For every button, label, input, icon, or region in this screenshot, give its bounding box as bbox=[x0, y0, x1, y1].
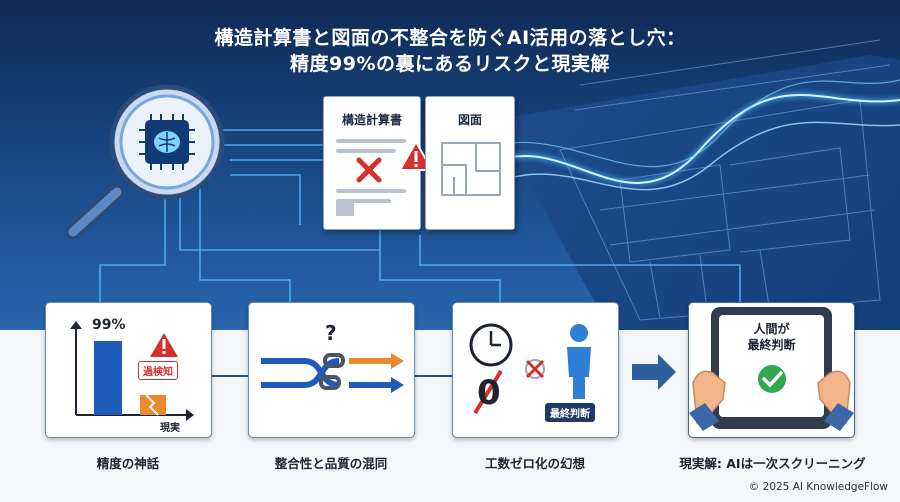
over-detection-tag: 過検知 bbox=[138, 361, 178, 380]
x-mark-icon bbox=[356, 157, 382, 183]
card-consistency-quality: ? bbox=[248, 302, 415, 438]
floor-plan-icon bbox=[441, 142, 501, 196]
zero-value: 0 bbox=[477, 373, 501, 413]
warning-icon bbox=[398, 140, 434, 171]
question-mark: ? bbox=[325, 321, 337, 345]
page-title-line2: 精度99%の裏にあるリスクと現実解 bbox=[290, 53, 610, 75]
card-zero-effort-illusion: 0 最終判断 bbox=[452, 302, 619, 438]
hands-icon bbox=[689, 370, 854, 431]
person-icon bbox=[567, 324, 591, 399]
caption-realistic-solution: 現実解: AIは一次スクリーニング bbox=[679, 456, 866, 471]
magnifier-ai-chip-icon bbox=[65, 84, 225, 240]
card-realistic-solution: 人間が 最終判断 bbox=[688, 302, 855, 438]
broken-chain-arrows-icon bbox=[261, 353, 404, 393]
copyright: © 2025 AI KnowledgeFlow bbox=[748, 481, 888, 493]
card-3-art bbox=[469, 323, 591, 415]
caption-accuracy-myth: 精度の神話 bbox=[96, 456, 160, 471]
hero-banner: 構造計算書と図面の不整合を防ぐAI活用の落とし穴： 精度99%の裏にあるリスクと… bbox=[0, 0, 900, 360]
card-accuracy-myth: 99% 過検知 現実 bbox=[45, 302, 212, 438]
calculation-document-label: 構造計算書 bbox=[341, 113, 402, 127]
check-icon bbox=[758, 365, 786, 393]
clock-icon bbox=[469, 323, 513, 367]
drawing-document-label: 図面 bbox=[457, 113, 482, 127]
tablet-text-line1: 人間が bbox=[753, 322, 790, 336]
tablet-icon bbox=[689, 307, 854, 431]
reality-axis-label: 現実 bbox=[160, 423, 180, 434]
bar-chart-icon bbox=[70, 321, 194, 421]
tablet-text-line2: 最終判断 bbox=[747, 338, 796, 352]
blueprint-background bbox=[97, 39, 900, 330]
final-judgment-tag: 最終判断 bbox=[545, 403, 595, 422]
caption-consistency-quality: 整合性と品質の混同 bbox=[274, 456, 388, 471]
caption-zero-effort: 工数ゼロ化の幻想 bbox=[484, 456, 585, 471]
x-mark-icon bbox=[525, 359, 545, 379]
connector-lines bbox=[210, 375, 452, 377]
accuracy-value: 99% bbox=[92, 317, 126, 333]
arrow-right-icon bbox=[632, 354, 676, 390]
page-title-line1: 構造計算書と図面の不整合を防ぐAI活用の落とし穴： bbox=[214, 27, 686, 49]
drawing-document: 図面 bbox=[425, 96, 515, 230]
